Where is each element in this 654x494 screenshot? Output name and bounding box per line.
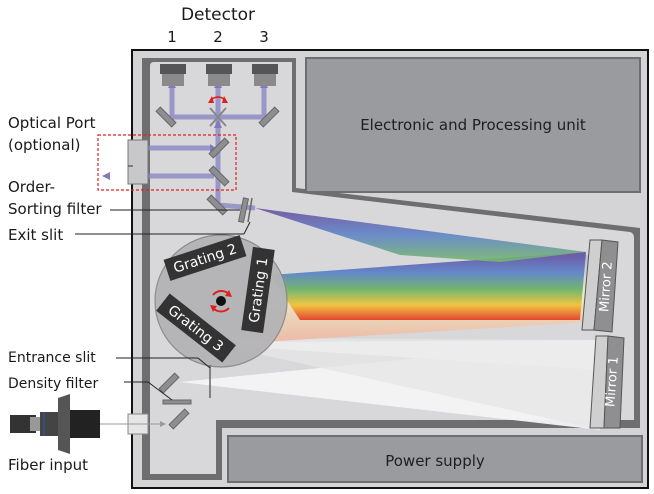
detector-title: Detector [181,5,255,25]
spectrum-beam [270,252,586,320]
fiber-input-label: Fiber input [8,456,88,474]
switching-mirror [209,107,227,127]
switch-arrow-icon [208,96,228,103]
density-filter [162,399,192,405]
electronics-unit-label: Electronic and Processing unit [360,116,586,134]
optical-port-label-optional: (optional) [8,136,81,154]
entrance-mirror [158,372,180,394]
optical-port-region [97,134,237,191]
detector-number-3: 3 [259,28,269,46]
mirror-1-label: Mirror 1 [603,356,622,408]
density-filter-label: Density filter [8,376,98,392]
order-sorting-filter [237,197,250,223]
exit-slit [247,197,253,223]
order-sorting-label-2: Sorting filter [8,200,102,218]
detector-3 [252,64,278,86]
detector-number-1: 1 [167,28,177,46]
electronics-unit [305,57,641,193]
mirror-2-label: Mirror 2 [597,261,616,313]
mirror-1: Mirror 1 [589,335,625,429]
optical-port [127,139,149,185]
collimator-mirror [168,408,190,430]
leader-lines [75,209,251,401]
detector-number-2: 2 [213,28,223,46]
fiber-connector [10,394,100,454]
detector-2 [206,64,232,86]
optical-port-label: Optical Port [8,114,96,132]
turret-axis [216,296,226,306]
spectrum-to-exit [255,208,586,262]
detector-1 [160,64,186,86]
power-supply-unit [227,435,643,483]
mirror-2: Mirror 2 [581,239,619,333]
exit-slit-label: Exit slit [8,226,63,244]
order-sorting-label-1: Order- [8,178,55,196]
power-supply-label: Power supply [385,452,485,470]
entrance-slit-label: Entrance slit [8,350,96,366]
grating-turret: Grating 2 Grating 1 Grating 3 [154,234,288,368]
